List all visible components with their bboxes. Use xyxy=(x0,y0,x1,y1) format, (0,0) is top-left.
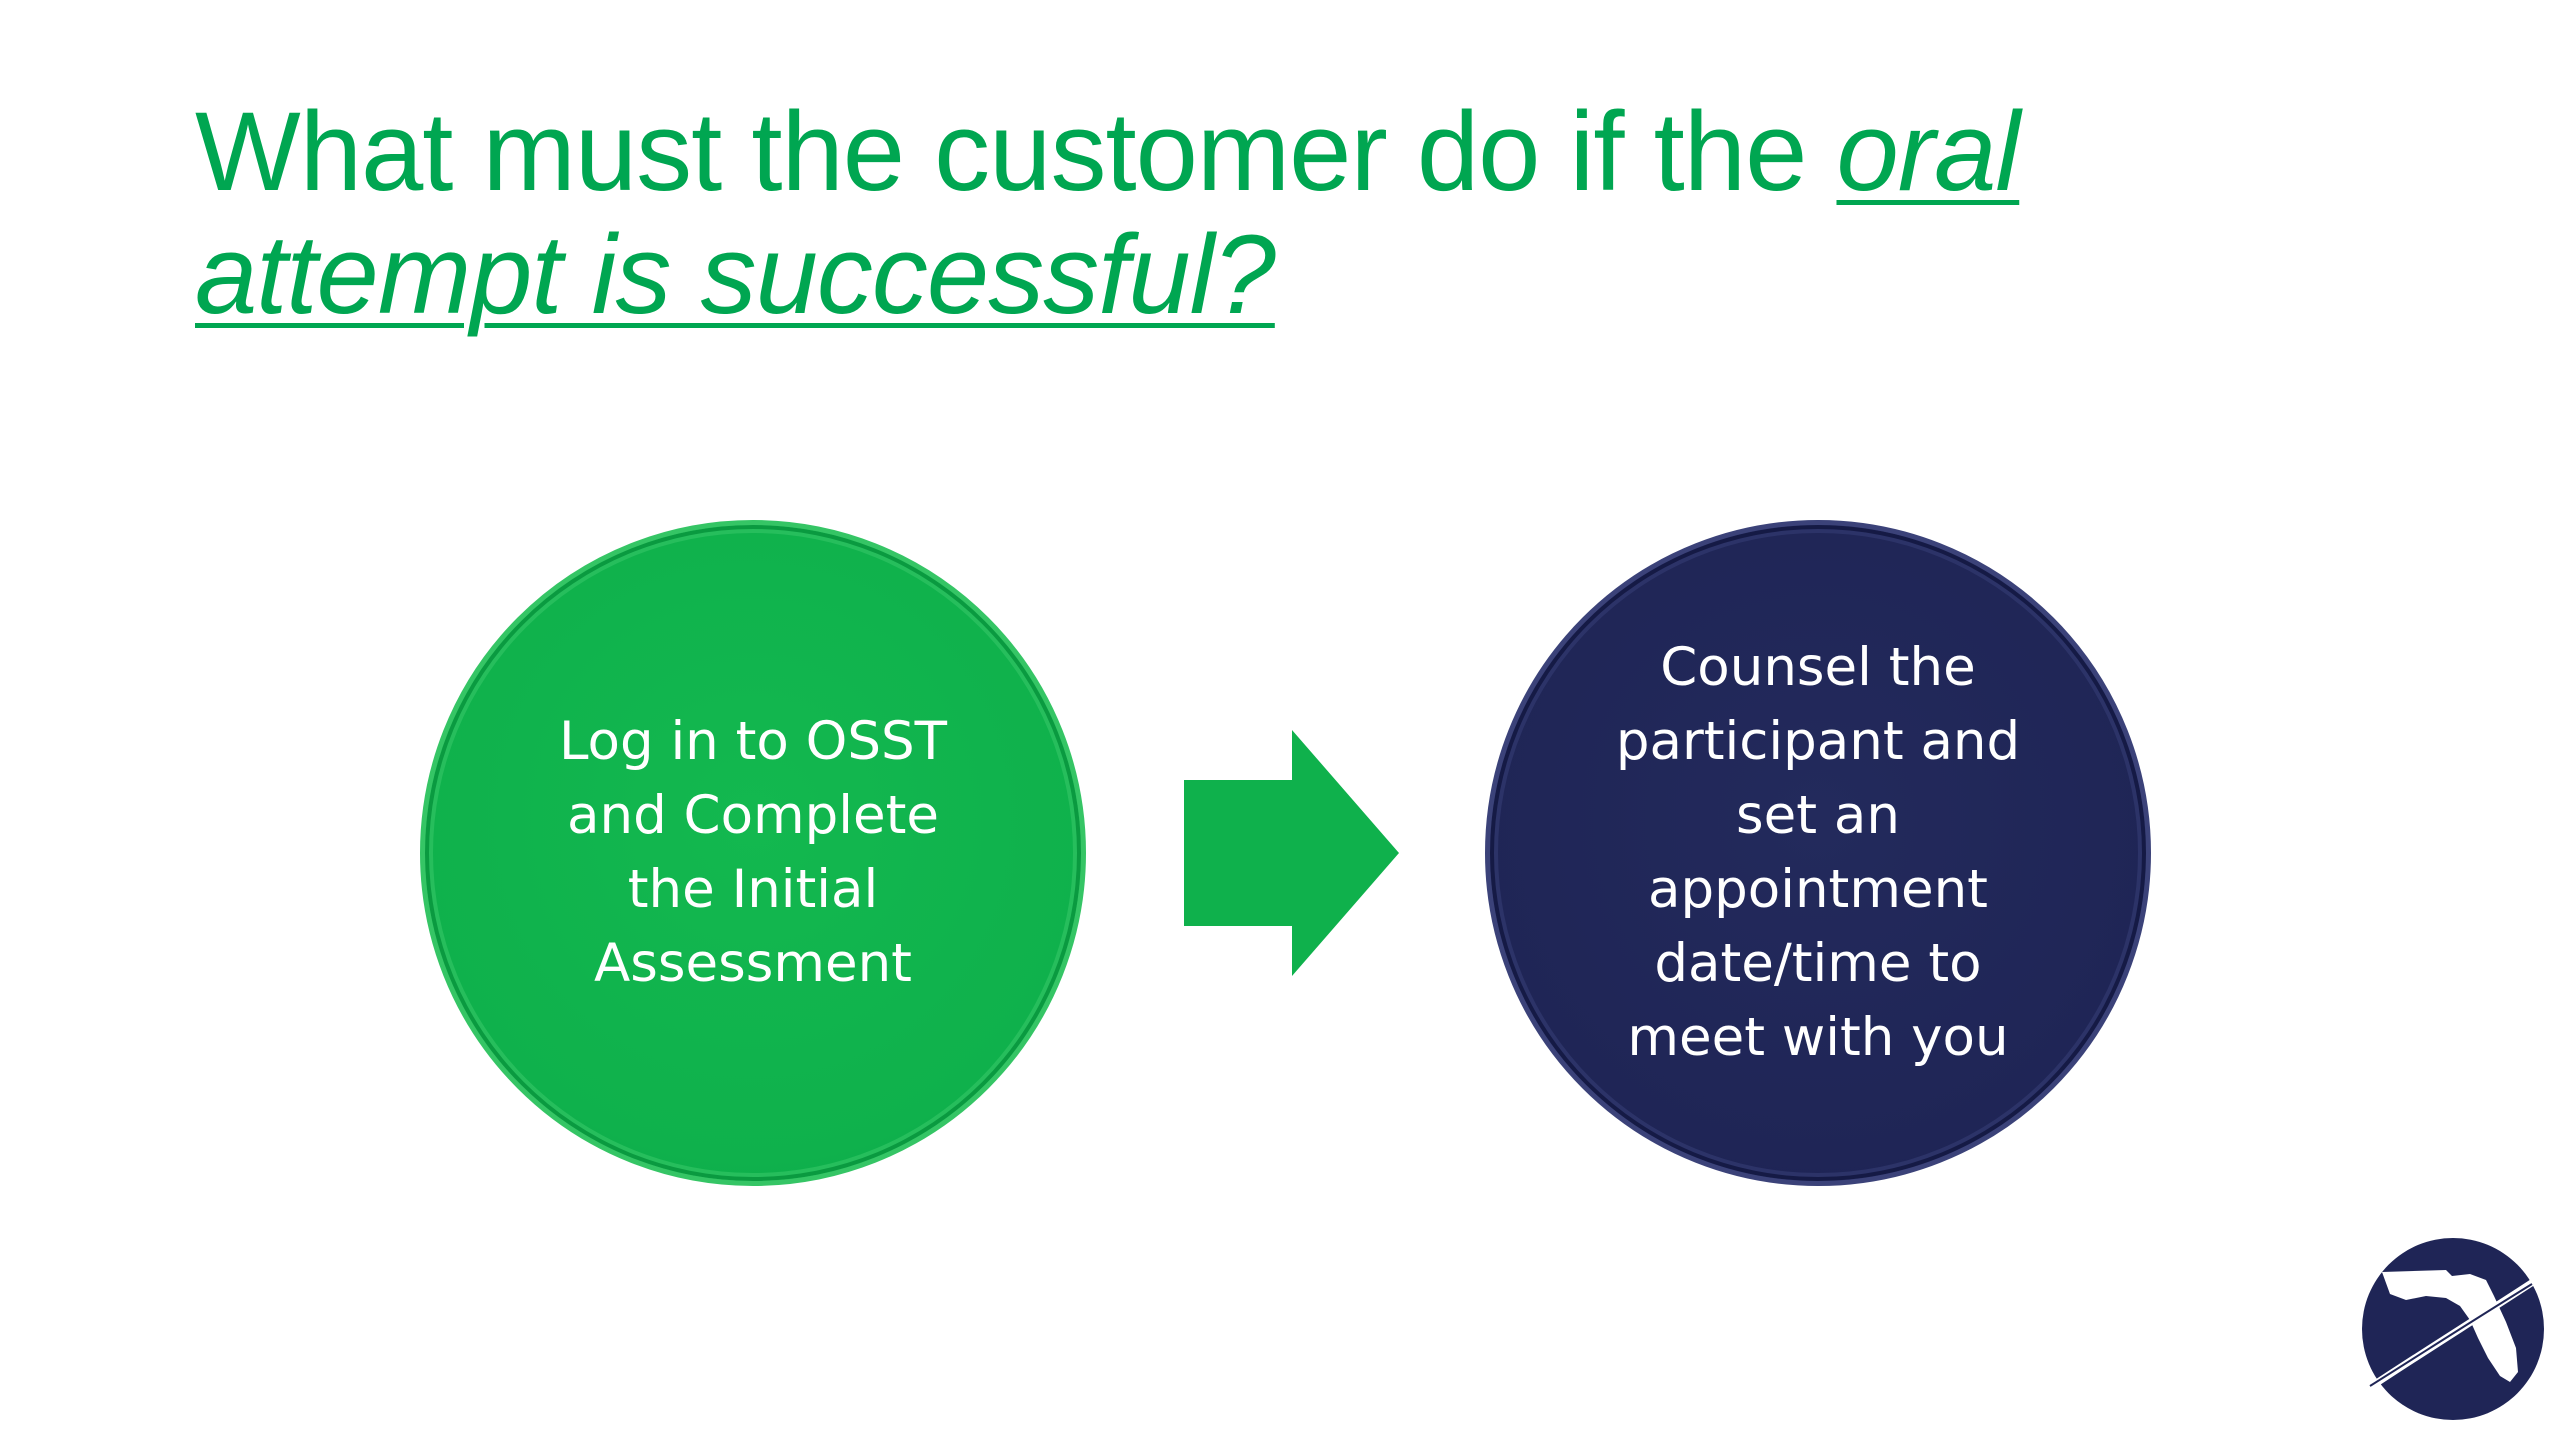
step-circle-1: Log in to OSST and Complete the Initial … xyxy=(420,520,1086,1186)
step-1-text: Log in to OSST and Complete the Initial … xyxy=(558,711,948,994)
step-2-text: Counsel the participant and set an appoi… xyxy=(1615,637,2021,1068)
florida-logo-icon xyxy=(2362,1238,2544,1420)
right-arrow-icon xyxy=(1184,730,1399,976)
title-plain: What must the customer do if the xyxy=(195,89,1837,214)
step-circle-2: Counsel the participant and set an appoi… xyxy=(1485,520,2151,1186)
slide-title: What must the customer do if the oral at… xyxy=(195,90,2195,336)
title-emphasis: oral attempt is successful? xyxy=(195,89,2020,337)
